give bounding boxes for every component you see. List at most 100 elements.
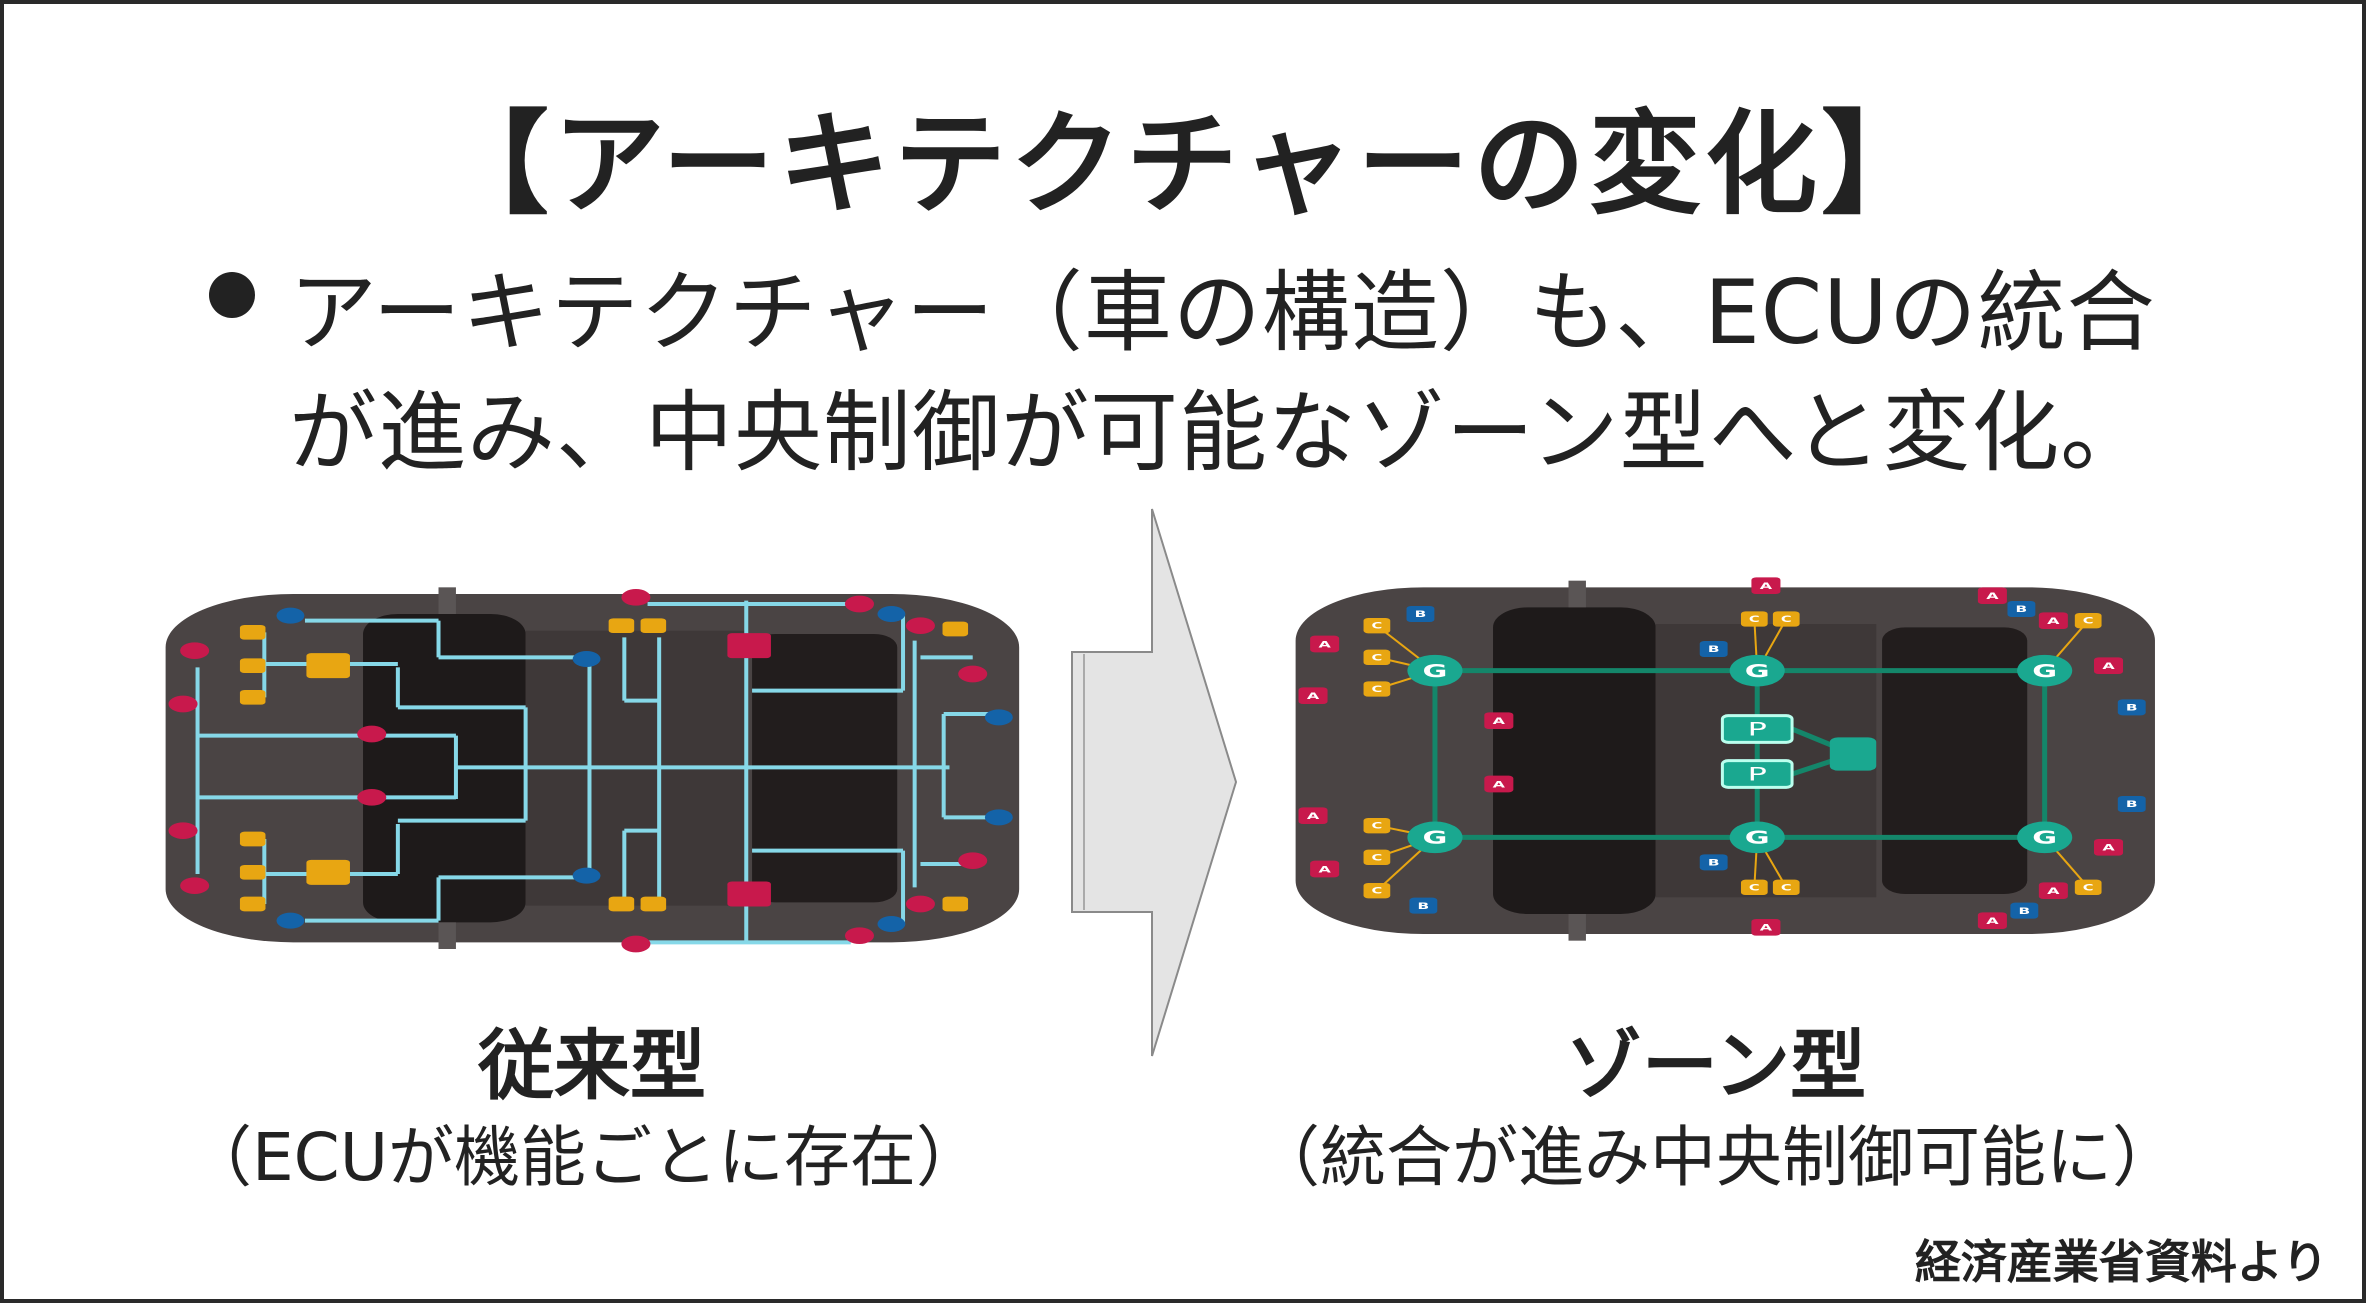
car-mirror: [1568, 914, 1586, 941]
zone-node-c-label: C: [1372, 853, 1383, 863]
ecu-orange: [239, 658, 266, 673]
zone-node-c-label: C: [1372, 653, 1383, 663]
car-windshield: [1493, 607, 1656, 914]
ecu-blue: [877, 606, 906, 622]
zone-node-c-label: C: [1372, 821, 1383, 831]
zone-node-c-label: C: [1781, 883, 1792, 893]
ecu-blue: [984, 709, 1013, 726]
zone-node-a: [1484, 775, 1514, 793]
slide-title: 【アーキテクチャーの変化】: [436, 100, 1938, 230]
ecu-red: [621, 935, 651, 953]
ecu-red: [357, 789, 387, 806]
ecu-red: [357, 725, 387, 743]
source-credit: 経済産業省資料より: [1914, 1235, 2328, 1289]
ecu-red: [905, 617, 935, 634]
ecu-red: [180, 877, 210, 894]
zone-node-a: [2038, 882, 2068, 899]
zone-node-a: [1751, 577, 1781, 594]
car-mirror: [1568, 580, 1586, 608]
legacy-heading: 従来型: [478, 1021, 706, 1110]
ecu-red: [621, 589, 651, 606]
zone-node-c: [1363, 818, 1391, 834]
zone-node-a-label: A: [1493, 716, 1505, 727]
zone-node-c: [1740, 611, 1768, 627]
zone-node-a-label: A: [2047, 616, 2059, 627]
zone-node-b-label: B: [2016, 604, 2028, 615]
bullet-text-line1: アーキテクチャー（車の構造）も、ECUの統合: [289, 261, 2156, 364]
zone-node-a-label: A: [2102, 661, 2114, 672]
ecu-orange: [640, 618, 667, 633]
legacy-architecture-car-diagram: [165, 587, 1020, 953]
zone-node-b: [1406, 606, 1435, 622]
zone-gateway-g-label: G: [1745, 661, 1770, 681]
zone-processor-p: [1722, 761, 1792, 788]
zone-node-a-label: A: [1986, 916, 1998, 927]
right-arrow-icon: [1071, 508, 1238, 1057]
ecu-blue: [984, 809, 1013, 826]
zone-node-c: [1363, 883, 1391, 899]
zone-node-a: [2038, 612, 2068, 629]
zone-node-b-label: B: [2018, 905, 2030, 916]
zone-central-unit: [1829, 737, 1877, 771]
zone-node-b: [1699, 854, 1728, 871]
ecu-orange: [239, 625, 266, 640]
zone-node-b-label: B: [1708, 644, 1720, 655]
zone-node-c-label: C: [1749, 883, 1760, 893]
zone-gateway-g: [1407, 654, 1463, 687]
zone-node-c-label: C: [2083, 616, 2094, 626]
zone-processor-p-label: P: [1748, 719, 1767, 740]
zone-node-c: [1363, 849, 1391, 865]
zone-node-c: [1363, 618, 1391, 634]
car-mirror: [438, 922, 456, 949]
car-mirror: [438, 587, 456, 614]
ecu-orange: [608, 618, 635, 633]
zone-node-a-label: A: [2102, 843, 2114, 854]
ecu-orange: [942, 896, 969, 912]
zone-node-a-label: A: [1986, 591, 1998, 602]
zone-node-a-label: A: [1760, 923, 1772, 934]
bullet-text-line2: が進み、中央制御が可能なゾーン型へと変化。: [289, 381, 2150, 484]
zone-node-a-label: A: [1493, 780, 1505, 791]
ecu-red: [168, 822, 198, 839]
zone-node-a-label: A: [1307, 691, 1319, 702]
zone-node-b: [2117, 699, 2146, 716]
zone-gateway-g-label: G: [1745, 827, 1770, 847]
bullet-dot-icon: [209, 272, 255, 318]
ecu-blue: [572, 651, 601, 667]
ecu-red: [958, 665, 988, 683]
zone-node-c-label: C: [1781, 614, 1792, 624]
zone-node-a: [1310, 860, 1340, 878]
zone-node-c-label: C: [1372, 684, 1383, 694]
ecu-orange: [640, 896, 667, 912]
zone-node-b: [1409, 897, 1438, 914]
ecu-red: [844, 927, 874, 944]
ecu-red: [844, 595, 874, 613]
legacy-caption: （ECUが機能ごとに存在）: [185, 1119, 983, 1196]
zone-node-b-label: B: [2126, 702, 2138, 713]
zone-node-a: [1298, 687, 1328, 704]
zone-gateway-g-label: G: [2032, 827, 2057, 847]
zone-node-a-label: A: [1318, 865, 1330, 876]
ecu-red: [905, 895, 935, 913]
zone-node-c: [1740, 879, 1768, 895]
zone-node-c: [1363, 649, 1391, 665]
zone-node-c: [1772, 611, 1800, 627]
zone-node-a: [1977, 912, 2007, 929]
zone-gateway-g: [1407, 821, 1463, 854]
zone-node-a: [2094, 657, 2124, 674]
zone-node-a: [1310, 635, 1340, 653]
zone-node-c-label: C: [1372, 621, 1383, 631]
zone-gateway-g: [1729, 654, 1785, 687]
ecu-blue: [572, 867, 601, 884]
zone-processor-p-label: P: [1748, 764, 1767, 785]
zone-gateway-g: [2017, 821, 2073, 854]
zone-node-b-label: B: [1415, 609, 1427, 620]
ecu-blue: [276, 607, 305, 624]
zone-node-a-label: A: [2047, 886, 2059, 897]
ecu-red: [168, 695, 198, 713]
zone-node-b-label: B: [1418, 900, 1430, 911]
ecu-blue: [877, 916, 906, 932]
zone-node-a-label: A: [1318, 640, 1330, 651]
